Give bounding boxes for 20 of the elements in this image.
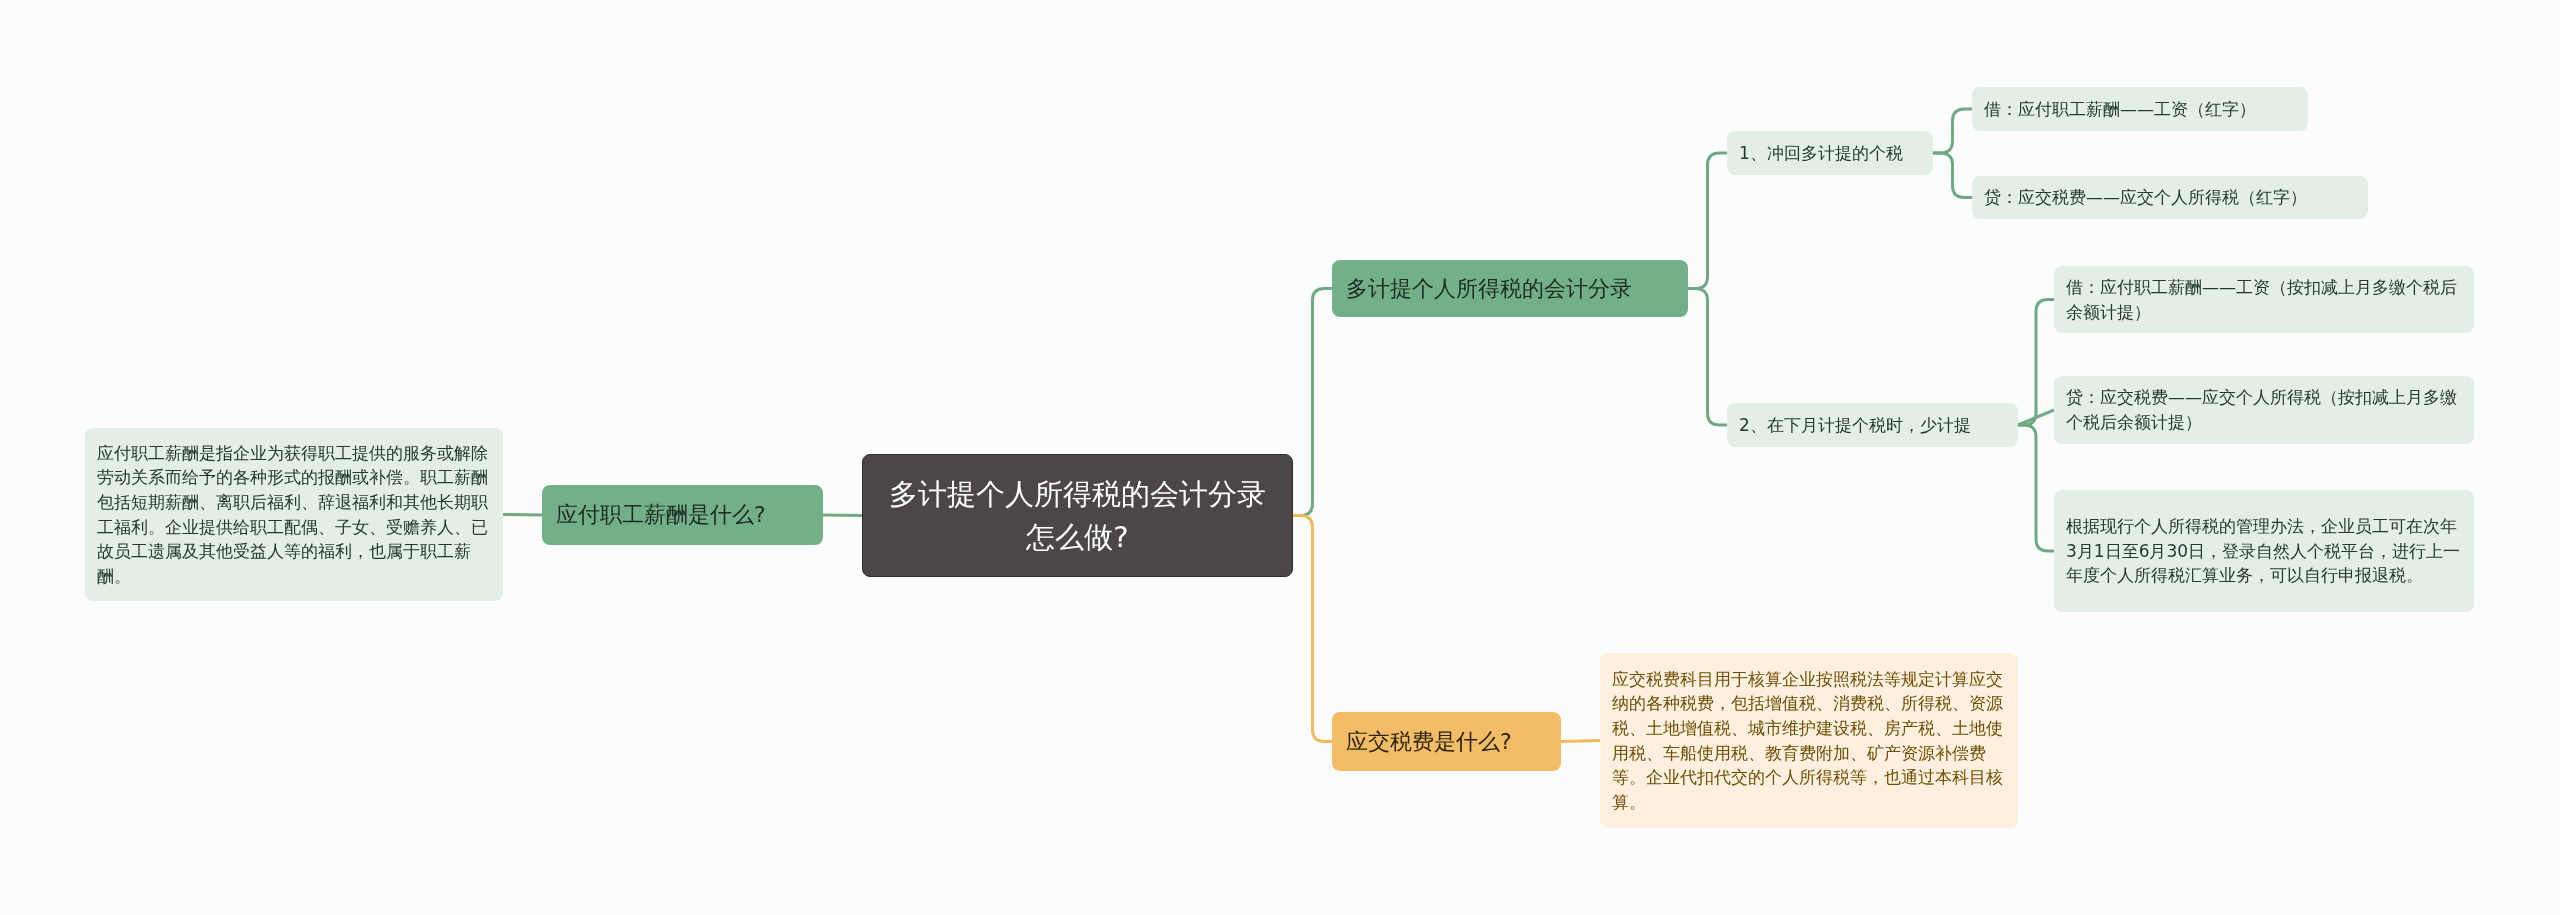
- connector: [1293, 514, 1332, 743]
- subtopic-box: 1、冲回多计提的个税: [1727, 131, 1933, 175]
- subtopic-box: 2、在下月计提个税时，少计提: [1727, 403, 2018, 447]
- connector: [1688, 287, 1727, 427]
- subtopic-box: 贷：应交税费——应交个人所得税（按扣减上月多缴个税后余额计提）: [2054, 376, 2474, 444]
- subtopic-box: 借：应付职工薪酬——工资（红字）: [1972, 87, 2308, 131]
- subtopic-box: 根据现行个人所得税的管理办法，企业员工可在次年3月1日至6月30日，登录自然人个税平台，进行上一年度个人所得税汇算业务，可以自行申报退税。: [2054, 490, 2474, 612]
- subtopic-box: 应付职工薪酬是指企业为获得职工提供的服务或解除劳动关系而给予的各种形式的报酬或补偿。职工薪酬包括短期薪酬、离职后福利、辞退福利和其他长期职工福利。企业提供给职工配偶、子女、受赡养人、已故员工遗属及其他受益人等的福利，也属于职工薪酬。: [85, 428, 503, 601]
- central-topic-box: 多计提个人所得税的会计分录怎么做?: [862, 454, 1293, 577]
- connector: [2017, 408, 2055, 427]
- connector: [1560, 739, 1601, 743]
- connector: [1933, 151, 1972, 199]
- subtopic-box: 借：应付职工薪酬——工资（按扣减上月多缴个税后余额计提）: [2054, 266, 2474, 333]
- connector: [822, 513, 863, 517]
- topic-box: 应交税费是什么?: [1332, 712, 1561, 771]
- topic-box: 多计提个人所得税的会计分录: [1332, 260, 1688, 317]
- connector: [502, 513, 543, 517]
- subtopic-box: 应交税费科目用于核算企业按照税法等规定计算应交纳的各种税费，包括增值税、消费税、所得税、资源税、土地增值税、城市维护建设税、房产税、土地使用税、车船使用税、教育费附加、矿产资源补偿费等。企业代扣代交的个人所得税等，也通过本科目核算。: [1600, 653, 2018, 828]
- topic-box: 应付职工薪酬是什么?: [542, 485, 823, 545]
- subtopic-box: 贷：应交税费——应交个人所得税（红字）: [1972, 176, 2368, 219]
